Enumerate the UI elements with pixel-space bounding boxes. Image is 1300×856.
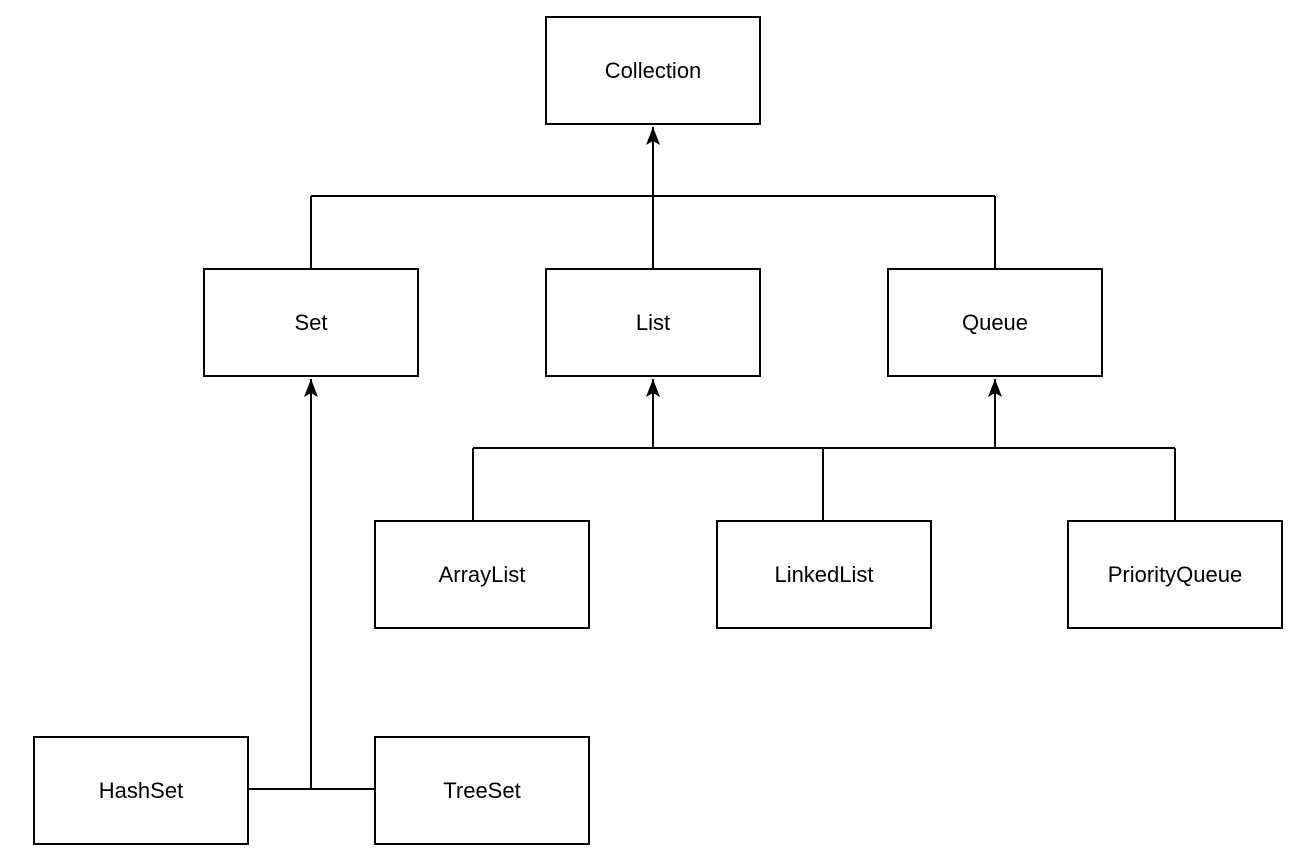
node-label: HashSet [98,777,184,803]
node-queue: Queue [887,268,1103,377]
node-hashset: HashSet [33,736,249,845]
mid-bus-connector [472,379,1176,520]
node-label: Queue [961,309,1029,335]
node-arraylist: ArrayList [374,520,590,629]
node-label: List [635,309,671,335]
node-linkedlist: LinkedList [716,520,932,629]
set-bus-connector [249,379,374,790]
top-bus-connector [310,127,996,268]
node-label: ArrayList [438,561,526,587]
node-label: PriorityQueue [1107,561,1243,587]
node-collection: Collection [545,16,761,125]
node-priorityqueue: PriorityQueue [1067,520,1283,629]
node-list: List [545,268,761,377]
node-label: Collection [604,57,702,83]
node-label: LinkedList [774,561,874,587]
node-label: TreeSet [443,777,521,803]
node-treeset: TreeSet [374,736,590,845]
node-set: Set [203,268,419,377]
node-label: Set [294,309,328,335]
